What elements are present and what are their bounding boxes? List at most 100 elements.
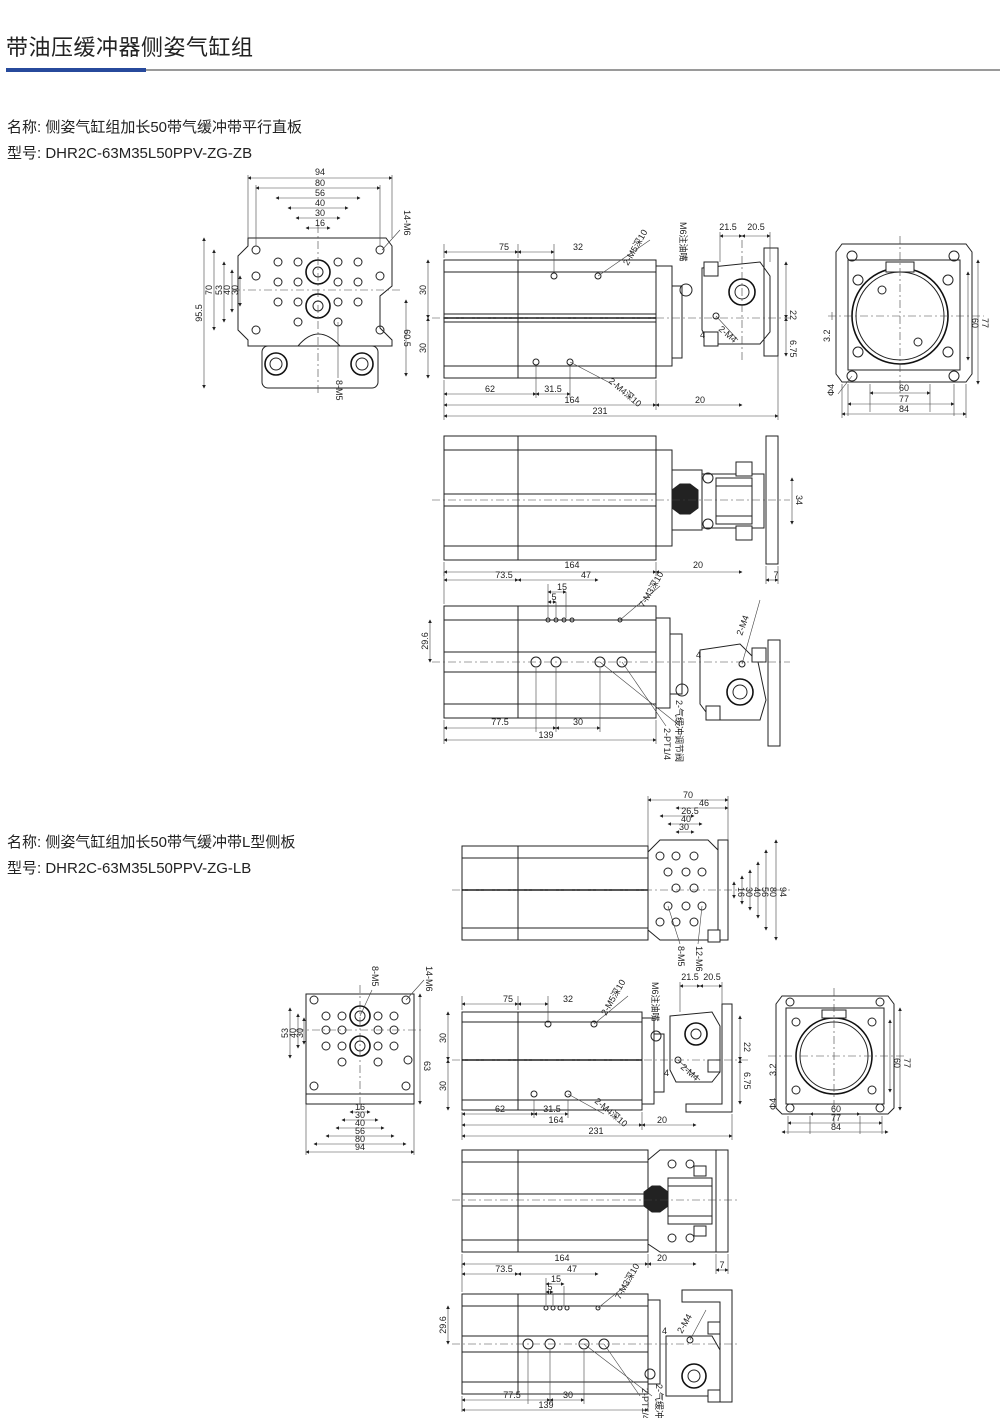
dim-label: 6.75: [742, 1072, 752, 1090]
dim-label: 53: [214, 285, 224, 295]
dim-label: 47: [581, 570, 591, 580]
note-label: Φ4: [768, 1098, 778, 1110]
dim-label: 5: [551, 592, 556, 602]
title-accent-bar: [6, 68, 146, 72]
dim-label: 60.5: [402, 329, 412, 347]
dim-label: 30: [355, 1110, 365, 1120]
dim-label: 30: [744, 887, 754, 897]
dim-label: 30: [438, 1033, 448, 1043]
dim-label: 30: [315, 208, 325, 218]
dim-label: 94: [315, 167, 325, 177]
dim-label: 80: [355, 1134, 365, 1144]
dim-label: 63: [422, 1061, 432, 1071]
note-label: 14-M6: [424, 966, 434, 992]
dim-label: 84: [899, 404, 909, 414]
note-label: 2-M4深10: [593, 1096, 630, 1129]
dim-label: 80: [768, 887, 778, 897]
dim-label: 164: [548, 1115, 563, 1125]
dim-label: 77: [899, 394, 909, 404]
dim-label: 20.5: [703, 972, 721, 982]
note-label: 2-M4: [679, 1062, 701, 1083]
s1-end-view: 77 60 3.2 Φ4 60 77 84: [822, 236, 990, 418]
dim-label: 231: [592, 406, 607, 416]
dim-label: 22: [788, 310, 798, 320]
dim-label: 40: [288, 1028, 298, 1038]
dim-label: 34: [794, 495, 804, 505]
dim-label: 6.75: [788, 340, 798, 358]
dim-label: 20.5: [747, 222, 765, 232]
dim-label: 77.5: [491, 717, 509, 727]
s1-lower-view: 73.5 47 15 5 29.6 7-M3深10 2-M4 4 2-气缓冲调节…: [420, 570, 790, 762]
dim-label: 16: [315, 218, 325, 228]
note-label: 4: [700, 330, 705, 340]
dim-label: 80: [315, 178, 325, 188]
section-1-name: 名称: 侧姿气缸组加长50带气缓冲带平行直板: [7, 119, 303, 136]
note-label: 2-M5深10: [599, 978, 627, 1017]
dim-label: 31.5: [544, 384, 562, 394]
dim-label: 20: [657, 1115, 667, 1125]
dim-label: 3.2: [768, 1063, 778, 1076]
dim-label: 15: [557, 582, 567, 592]
dim-label: 30: [230, 285, 240, 295]
dim-label: 73.5: [495, 570, 513, 580]
s1-front-view: 94 80 56 40 30 16 95.5 70 53 40 30 60.5 …: [194, 167, 412, 401]
dim-label: 70: [683, 790, 693, 800]
dim-label: 40: [315, 198, 325, 208]
note-label: 7-M3深10: [613, 1262, 641, 1301]
s1-side-view: 75 32 21.5 20.5 30 30 22 6.75 2-M5深10 M6…: [418, 222, 798, 420]
note-label: 2-气缓冲调节阀: [674, 700, 685, 762]
dim-label: 56: [355, 1126, 365, 1136]
note-label: 2-M4: [734, 614, 750, 637]
dim-label: 231: [588, 1126, 603, 1136]
dim-label: 5: [547, 1282, 552, 1292]
page-title: 带油压缓冲器侧姿气缸组: [6, 35, 254, 60]
dim-label: 70: [204, 285, 214, 295]
dim-label: 60: [899, 383, 909, 393]
dim-label: 46: [699, 798, 709, 808]
note-label: 4: [662, 1326, 667, 1336]
s2-end-view: 77 60 3.2 Φ4 60 77 84: [768, 988, 912, 1134]
dim-label: 84: [831, 1122, 841, 1132]
dim-label: 139: [538, 1400, 553, 1410]
note-label: 7-M3深10: [637, 570, 665, 609]
dim-label: 94: [355, 1142, 365, 1152]
note-label: 2-PT1/4: [662, 728, 672, 760]
note-label: 2-M4: [675, 1312, 694, 1335]
note-label: 2-PT1/4: [640, 1388, 650, 1418]
dim-label: 95.5: [194, 304, 204, 322]
dim-label: 40: [222, 285, 232, 295]
dim-label: 60: [892, 1058, 902, 1068]
dim-label: 73.5: [495, 1264, 513, 1274]
dim-label: 62: [485, 384, 495, 394]
dim-label: 30: [418, 343, 428, 353]
dim-label: 16: [736, 887, 746, 897]
dim-label: 60: [831, 1104, 841, 1114]
note-label: 8-M5: [676, 946, 686, 967]
note-label: 2-M4深10: [607, 376, 644, 409]
dim-label: 21.5: [719, 222, 737, 232]
title-divider: [6, 69, 1000, 71]
section-2-name: 名称: 侧姿气缸组加长50带气缓冲带L型侧板: [7, 834, 296, 851]
s1-top-view: 34 164 20 7: [432, 435, 804, 584]
dim-label: 30: [418, 285, 428, 295]
dim-label: 30: [679, 822, 689, 832]
dim-label: 40: [752, 887, 762, 897]
note-label: 8-M5: [334, 380, 344, 401]
dim-label: 164: [554, 1253, 569, 1263]
note-label: 4: [696, 650, 701, 660]
s2-top-view: 70 46 26.5 40 30 94 80 56 40 30 16 8-M5 …: [452, 790, 790, 972]
dim-label: 77.5: [503, 1390, 521, 1400]
section-2-model: 型号: DHR2C-63M35L50PPV-ZG-LB: [7, 860, 252, 877]
dim-label: 56: [315, 188, 325, 198]
dim-label: 164: [564, 395, 579, 405]
dim-label: 53: [280, 1028, 290, 1038]
dim-label: 30: [563, 1390, 573, 1400]
note-label: 12-M6: [694, 946, 704, 972]
dim-label: 40: [681, 814, 691, 824]
note-label: M6注油嘴: [650, 982, 661, 1022]
note-label: M6注油嘴: [678, 222, 689, 262]
dim-label: 62: [495, 1104, 505, 1114]
note-label: 2-M4: [717, 324, 739, 345]
dim-label: 29.6: [438, 1316, 448, 1334]
